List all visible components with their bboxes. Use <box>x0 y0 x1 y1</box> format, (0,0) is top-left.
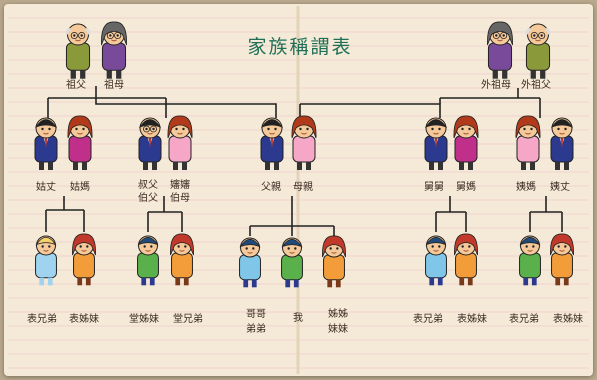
maternal-uncle-wife-figure <box>453 115 479 170</box>
label-uncle-younger: 叔父 <box>138 180 158 191</box>
paternal-aunt-husband-figure <box>34 117 58 170</box>
link-parents-children <box>249 196 335 236</box>
label-cousin-male-3: 表兄弟 <box>509 314 539 325</box>
label-cousin-male-2: 表兄弟 <box>413 314 443 325</box>
people <box>34 21 574 288</box>
label-cousin-tang-female: 堂姊妹 <box>129 314 159 325</box>
label-uncle-elder: 伯父 <box>138 193 158 204</box>
label-cousin-male-1: 表兄弟 <box>27 314 57 325</box>
maternal-uncle-figure <box>424 117 448 170</box>
label-maternal-grandfather: 外祖父 <box>521 80 551 91</box>
label-grandmother: 祖母 <box>104 80 124 91</box>
maternal-aunt-figure <box>515 115 541 170</box>
link-aunt-children <box>45 196 85 232</box>
label-cousin-tang-male: 堂兄弟 <box>173 314 203 325</box>
label-me: 我 <box>293 313 303 324</box>
label-maternal-aunt: 姨媽 <box>516 182 536 193</box>
cousin-male-1-figure <box>35 235 57 286</box>
father-figure <box>260 117 284 170</box>
link-maternal-aunt-children <box>529 196 563 232</box>
label-mother: 母親 <box>293 182 313 193</box>
label-grandfather: 祖父 <box>66 80 86 91</box>
label-brother-elder: 哥哥 <box>246 309 266 320</box>
label-brother-younger: 弟弟 <box>246 324 266 335</box>
grandfather-figure <box>65 23 91 79</box>
label-maternal-uncle-wife: 舅媽 <box>456 182 476 193</box>
mother-figure <box>291 115 317 170</box>
sister-figure <box>322 235 346 288</box>
cousin-female-2-figure <box>454 233 478 286</box>
page-title: 家族稱謂表 <box>247 36 353 58</box>
label-paternal-aunt: 姑媽 <box>70 182 90 193</box>
label-maternal-grandmother: 外祖母 <box>481 80 511 91</box>
cousin-tang-male-figure <box>170 233 194 286</box>
maternal-aunt-husband-figure <box>550 117 574 170</box>
maternal-grandmother-figure <box>487 21 513 79</box>
label-sister-elder: 姊姊 <box>328 309 348 320</box>
label-maternal-aunt-husband: 姨丈 <box>550 182 570 193</box>
label-cousin-female-2: 表姊妹 <box>457 314 487 325</box>
cousin-male-2-figure <box>425 235 447 286</box>
cousin-tang-female-figure <box>137 235 159 286</box>
brother-figure <box>239 237 261 288</box>
cousin-female-3-figure <box>550 233 574 286</box>
uncle-wife-figure <box>167 115 193 170</box>
label-uncle-elder-wife: 伯母 <box>170 193 190 204</box>
label-paternal-aunt-husband: 姑丈 <box>36 182 56 193</box>
maternal-grandfather-figure <box>525 23 551 79</box>
link-to-father <box>95 98 277 118</box>
cousin-male-3-figure <box>519 235 541 286</box>
label-uncle-younger-wife: 嬸嬸 <box>170 180 190 191</box>
grandmother-figure <box>101 21 127 79</box>
link-maternal-uncle-children <box>435 196 467 232</box>
link-uncle-children <box>147 196 183 232</box>
cousin-female-1-figure <box>72 233 96 286</box>
label-father: 父親 <box>261 182 281 193</box>
connector-lines <box>45 86 563 236</box>
me-figure <box>281 237 303 288</box>
paternal-aunt-figure <box>67 115 93 170</box>
label-maternal-uncle: 舅舅 <box>424 182 444 193</box>
label-cousin-female-1: 表姊妹 <box>69 314 99 325</box>
label-sister-younger: 妹妹 <box>328 324 348 335</box>
label-cousin-female-3: 表姊妹 <box>553 314 583 325</box>
uncle-figure <box>138 117 162 170</box>
